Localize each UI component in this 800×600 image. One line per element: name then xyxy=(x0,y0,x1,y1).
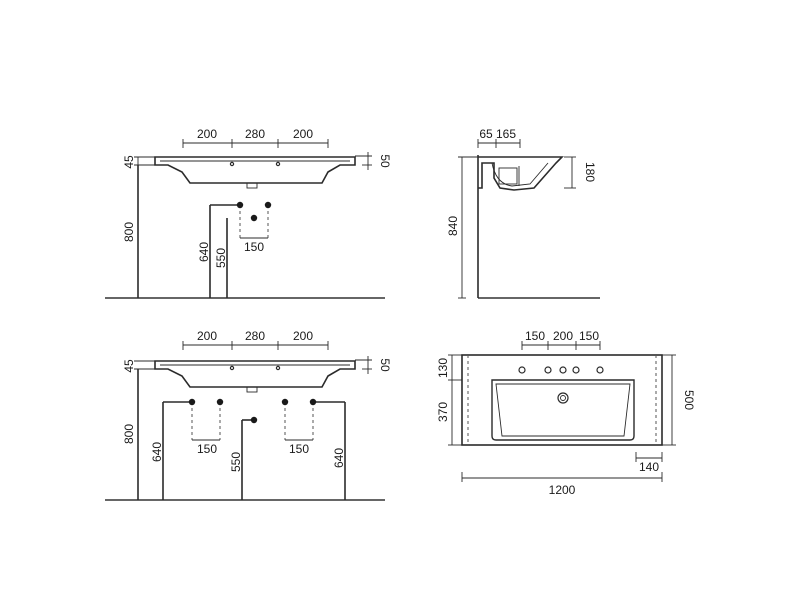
dim-label: 800 xyxy=(122,222,136,242)
tap-hole xyxy=(518,366,526,374)
plan-view: 150 200 150 130 370 500 140 xyxy=(436,329,696,497)
drain-outlet xyxy=(246,386,258,393)
side-view: 65 165 180 840 xyxy=(446,127,600,299)
dim-label: 65 xyxy=(479,127,493,141)
dim-label: 550 xyxy=(229,452,243,472)
dim-label: 500 xyxy=(682,390,696,410)
basin-side-profile xyxy=(478,156,564,191)
basin-bowl xyxy=(491,379,635,441)
dim-label: 150 xyxy=(244,240,264,254)
dim-label: 150 xyxy=(525,329,545,343)
front-view-single: 200 280 200 45 50 800 640 550 150 xyxy=(105,127,392,299)
dim-label: 640 xyxy=(332,448,346,468)
tap-hole xyxy=(229,365,235,371)
dim-label: 840 xyxy=(446,216,460,236)
tap-hole xyxy=(544,366,552,374)
waste-point xyxy=(250,214,258,222)
tap-hole xyxy=(229,161,235,167)
supply-point xyxy=(236,201,244,209)
dim-label: 165 xyxy=(496,127,516,141)
dim-label: 550 xyxy=(214,248,228,268)
tap-hole xyxy=(572,366,580,374)
basin-front-profile xyxy=(154,156,356,184)
dim-label: 150 xyxy=(197,442,217,456)
dim-label: 130 xyxy=(436,358,450,378)
dim-label: 800 xyxy=(122,424,136,444)
drain-hole xyxy=(557,392,569,404)
dim-label: 45 xyxy=(122,155,136,169)
dim-label: 50 xyxy=(378,358,392,372)
dim-label: 200 xyxy=(553,329,573,343)
supply-point xyxy=(309,398,317,406)
dim-label: 640 xyxy=(150,442,164,462)
supply-point xyxy=(216,398,224,406)
dim-label: 150 xyxy=(289,442,309,456)
dim-label: 200 xyxy=(197,127,217,141)
dim-label: 200 xyxy=(293,329,313,343)
tap-hole xyxy=(559,366,567,374)
dim-label: 640 xyxy=(197,242,211,262)
basin-plan-outline xyxy=(461,354,663,446)
dim-label: 45 xyxy=(122,359,136,373)
dim-label: 140 xyxy=(639,460,659,474)
siphon xyxy=(498,167,518,185)
dim-label: 50 xyxy=(378,154,392,168)
dim-label: 200 xyxy=(197,329,217,343)
dim-label: 280 xyxy=(245,127,265,141)
supply-point xyxy=(281,398,289,406)
front-view-double: 200 280 200 45 50 800 640 150 550 xyxy=(105,329,392,501)
supply-point xyxy=(264,201,272,209)
dim-label: 200 xyxy=(293,127,313,141)
tap-hole xyxy=(596,366,604,374)
dim-label: 1200 xyxy=(549,483,576,497)
tap-hole xyxy=(275,365,281,371)
dim-label: 370 xyxy=(436,402,450,422)
waste-point xyxy=(250,416,258,424)
dim-label: 150 xyxy=(579,329,599,343)
dim-label: 180 xyxy=(583,162,597,182)
supply-point xyxy=(188,398,196,406)
dim-label: 280 xyxy=(245,329,265,343)
drain-outlet xyxy=(246,182,258,189)
tap-hole xyxy=(275,161,281,167)
basin-front-profile xyxy=(154,360,356,388)
